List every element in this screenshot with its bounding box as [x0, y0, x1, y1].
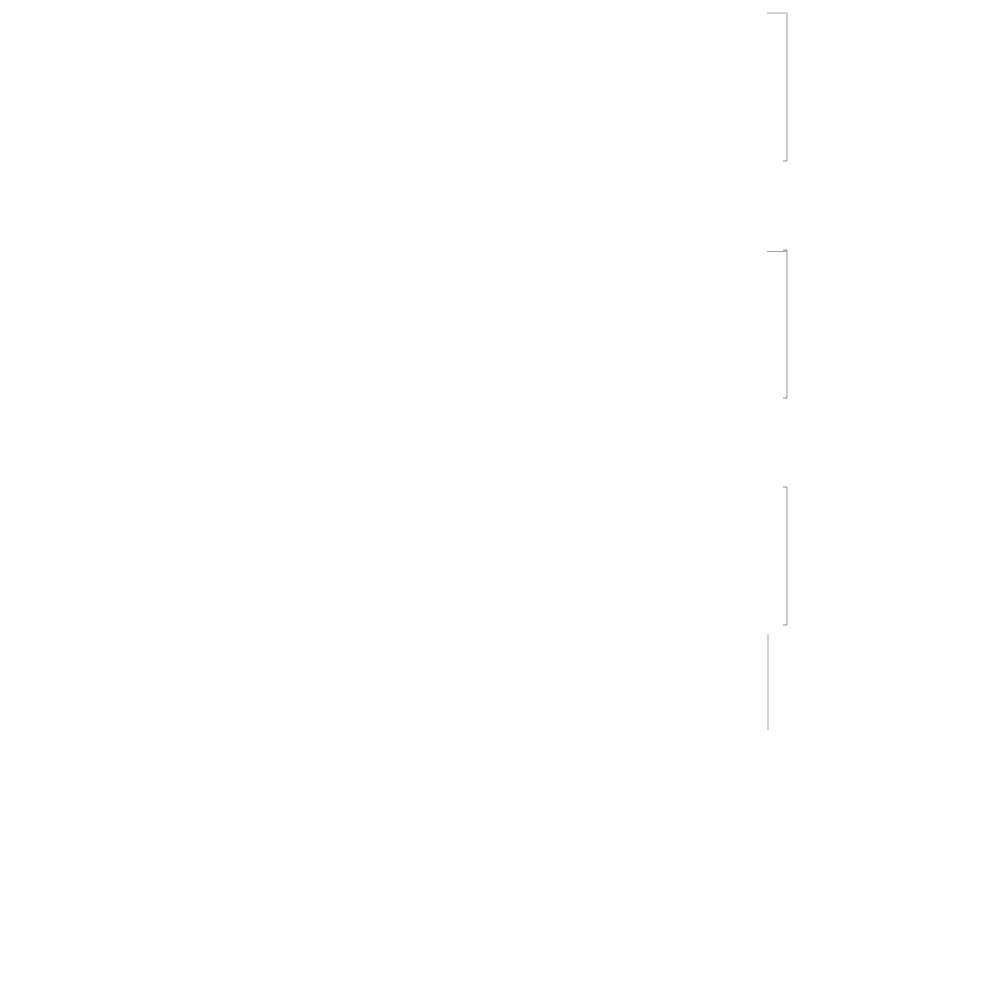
- panel-3: [783, 486, 788, 626]
- panel-2: [767, 249, 788, 399]
- panel-1: [767, 12, 788, 162]
